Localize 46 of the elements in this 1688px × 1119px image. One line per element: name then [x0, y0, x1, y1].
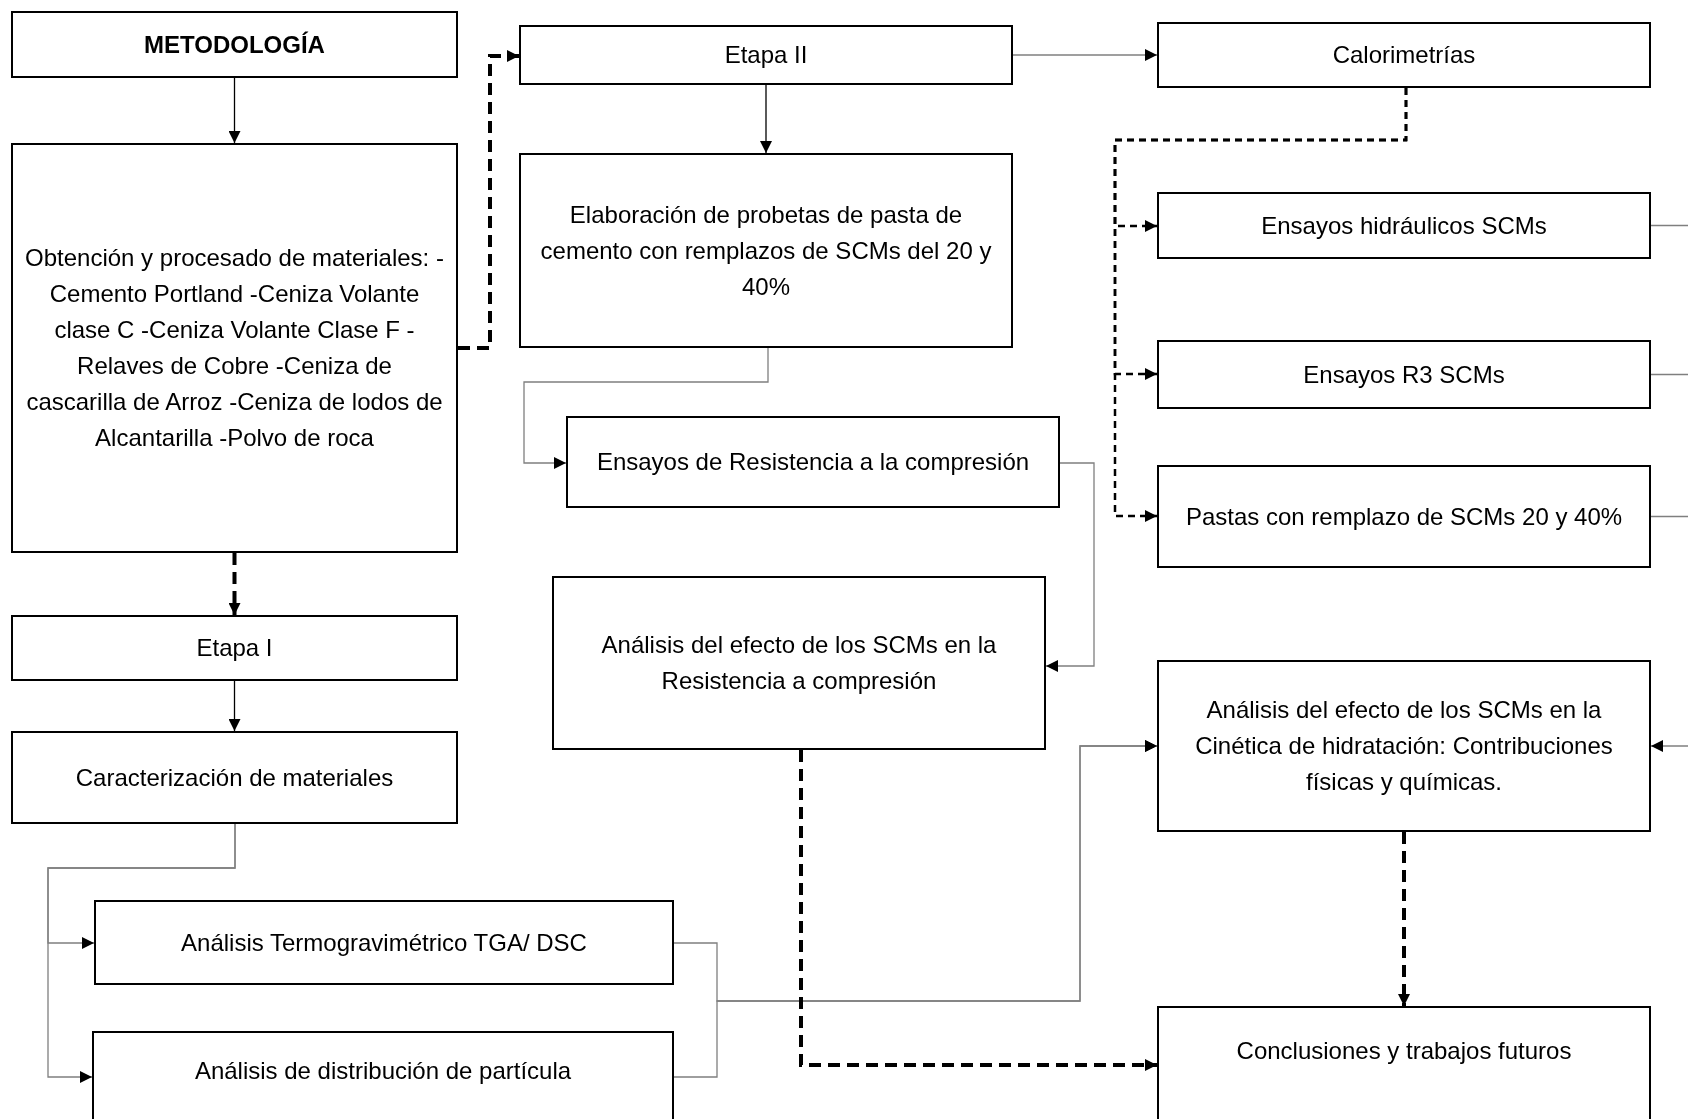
box-text: Análisis Termogravimétrico TGA/ DSC: [181, 927, 587, 958]
process-box: [94, 900, 674, 985]
process-box: [1157, 465, 1651, 568]
arrow: [1650, 740, 1688, 752]
process-box: [92, 1031, 674, 1119]
process-box: [1157, 1006, 1651, 1119]
arrow: [47, 823, 236, 1083]
process-box: [566, 416, 1060, 508]
process-box: [1157, 340, 1651, 409]
box-text: Análisis de distribución de partícula: [194, 1056, 572, 1086]
arrow: [1045, 462, 1095, 672]
process-box: [1157, 192, 1651, 259]
arrow: [523, 347, 769, 469]
arrow: [760, 84, 772, 154]
box-text: Etapa II: [724, 40, 808, 70]
process-box: [11, 731, 458, 824]
arrow: [1012, 49, 1158, 61]
dashed-arrow: [1398, 832, 1410, 1006]
box-text: Caracterización de materiales: [75, 762, 394, 793]
process-box: [519, 153, 1013, 348]
dashed-arrow: [458, 50, 519, 350]
process-box: [519, 25, 1013, 85]
box-text: Análisis del efecto de los SCMs en la Resistencia a compresión: [600, 630, 998, 696]
process-box: [552, 576, 1046, 750]
box-text: Análisis del efecto de los SCMs en la Cinética de hidratación: Contribuciones físicas y químicas.: [1194, 695, 1614, 797]
box-text: Calorimetrías: [1332, 40, 1476, 70]
process-box: [11, 143, 458, 553]
arrow: [228, 77, 241, 144]
box-text: Etapa I: [196, 633, 273, 663]
arrow: [673, 740, 1158, 1078]
dashed-arrow: [799, 750, 1157, 1071]
box-text: Ensayos de Resistencia a la compresión: [596, 447, 1030, 477]
process-box: [1157, 22, 1651, 88]
box-text: Obtención y procesado de materiales: -Cemento Portland -Ceniza Volante clase C -Ceniza Volante Clase F -Relaves de Cobre -Ceniza de cascarilla de Arroz -Ceniza de lodos de Alcantarilla -Polvo de roca: [25, 243, 444, 453]
box-text: Ensayos R3 SCMs: [1303, 359, 1505, 390]
process-box: [1157, 660, 1651, 832]
box-text: METODOLOGÍA: [144, 29, 325, 60]
box-text: Ensayos hidráulicos SCMs: [1261, 210, 1547, 241]
box-text: Pastas con remplazo de SCMs 20 y 40%: [1185, 501, 1623, 532]
dashed-arrow: [1113, 88, 1408, 522]
dashed-arrow: [228, 553, 241, 615]
box-text: Elaboración de probetas de pasta de cemento con remplazos de SCMs del 20 y 40%: [539, 199, 993, 302]
arrow: [228, 680, 241, 732]
process-box: [11, 11, 458, 78]
process-box: [11, 615, 458, 681]
box-text: Conclusiones y trabajos futuros: [1236, 1036, 1572, 1066]
